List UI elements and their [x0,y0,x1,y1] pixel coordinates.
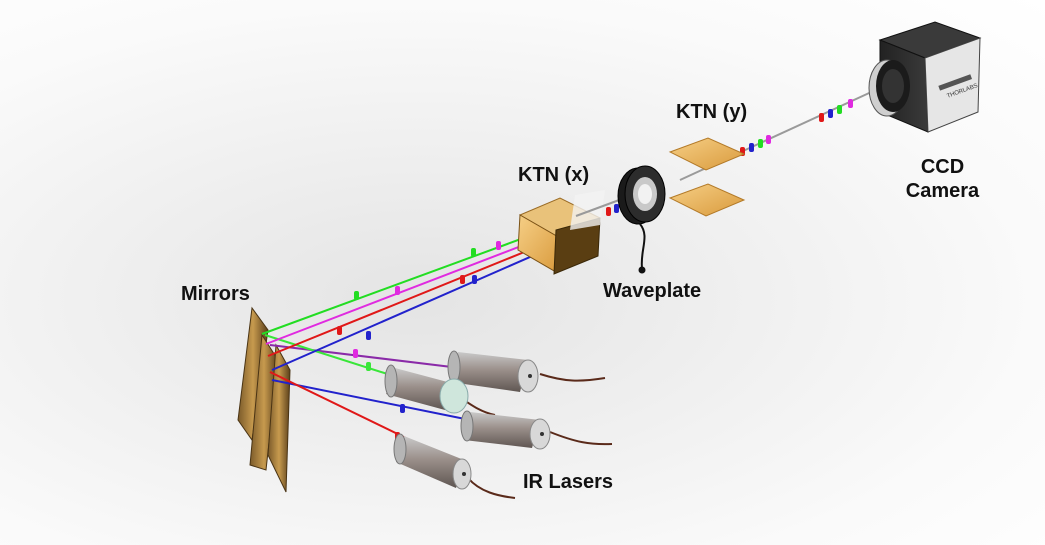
ktn-y-crystal [668,137,746,217]
ir-lasers [384,350,613,499]
ktn-x-crystal [517,190,605,275]
input-beams [264,334,471,441]
beam-markers [337,241,501,441]
label-ccd-camera: CCD Camera [895,155,990,203]
label-ktn-x: KTN (x) [518,164,590,186]
ir-laser-1 [447,350,606,393]
reflected-beams [261,231,547,371]
beam-green [261,231,541,335]
ir-laser-3 [460,410,613,450]
label-mirrors: Mirrors [181,283,250,305]
beam-lightgreen-input [264,334,401,379]
mirrors [237,306,291,493]
label-ccd-line2: Camera [905,180,980,202]
beam-purple-input [269,344,461,369]
beam-red [267,243,545,357]
label-ir-lasers: IR Lasers [523,471,614,493]
waveplate [617,165,666,274]
beam-blue-input [271,379,471,421]
beam-red-input [269,371,411,441]
ir-laser-4 [393,433,516,499]
label-ktn-y: KTN (y) [676,101,748,123]
mirror-plate-1 [237,306,269,442]
beam-magenta [265,237,543,345]
ir-laser-2 [384,364,496,416]
beam-blue [271,249,547,371]
ccd-camera: THORLABS [868,21,982,133]
label-waveplate: Waveplate [603,280,702,302]
label-ccd-line1: CCD [920,156,965,178]
